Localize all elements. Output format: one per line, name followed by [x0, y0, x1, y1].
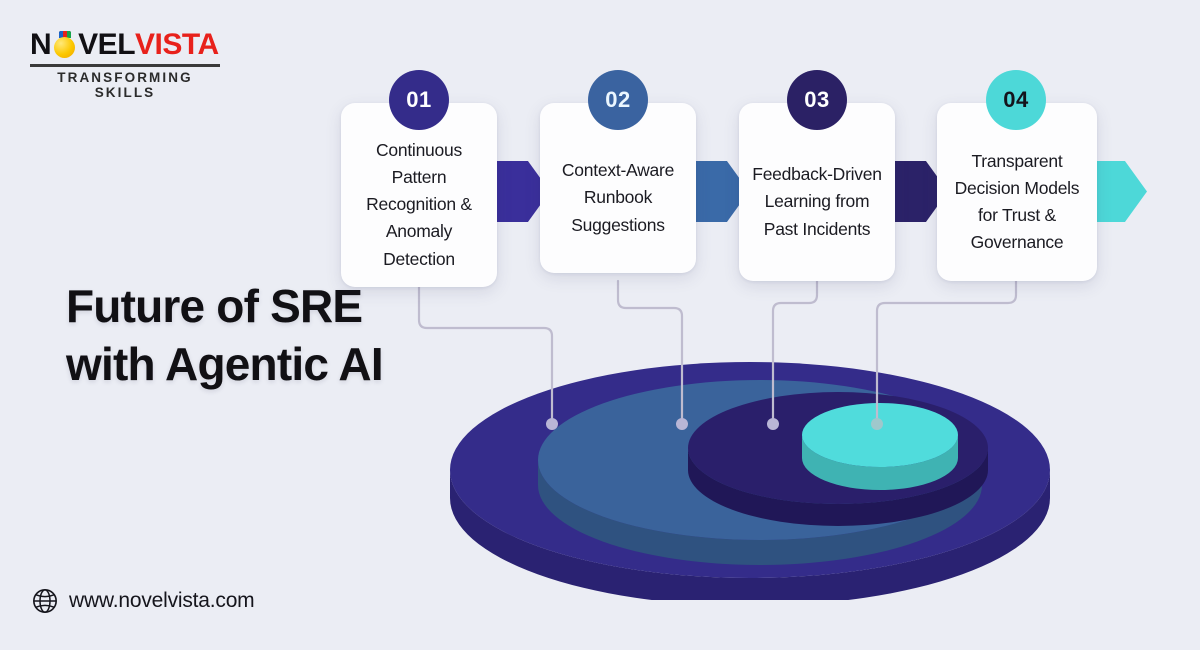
step-card-4-text: Transparent Decision Models for Trust & …	[954, 150, 1080, 253]
step-card-1-text: Continuous Pattern Recognition & Anomaly…	[366, 140, 472, 269]
connector-3	[771, 279, 819, 422]
connector-dot-2	[676, 418, 688, 430]
step-card-3[interactable]: Feedback-Driven Learning from Past Incid…	[739, 103, 895, 281]
connector-2	[616, 279, 684, 422]
brand-logo: N VEL VISTA TRANSFORMING SKILLS	[30, 30, 220, 100]
page-title: Future of SRE with Agentic AI	[66, 280, 384, 390]
logo-text-n: N	[30, 28, 52, 61]
connector-dot-3	[767, 418, 779, 430]
logo-divider	[30, 64, 220, 67]
step-badge-3: 03	[787, 70, 847, 130]
logo-text-vista: VISTA	[135, 28, 219, 61]
disc-top-core	[802, 403, 958, 467]
lightbulb-cap	[58, 31, 71, 38]
connector-dot-4	[871, 418, 883, 430]
globe-icon	[33, 589, 57, 613]
logo-tagline: TRANSFORMING SKILLS	[57, 70, 193, 100]
logo-wordmark: N VEL VISTA	[30, 30, 220, 60]
step-card-3-text: Feedback-Driven Learning from Past Incid…	[752, 164, 882, 239]
connector-1	[417, 279, 554, 422]
connector-dots	[546, 418, 883, 430]
connector-dot-1	[546, 418, 558, 430]
step-badge-1: 01	[389, 70, 449, 130]
step-badge-2: 02	[588, 70, 648, 130]
nested-discs-diagram	[450, 362, 1050, 600]
lightbulb-icon	[52, 30, 77, 60]
connector-4	[875, 279, 1018, 422]
process-flow: Continuous Pattern Recognition & Anomaly…	[0, 0, 1200, 300]
logo-text-vel: VEL	[78, 28, 136, 61]
website-url: www.novelvista.com	[69, 589, 255, 612]
lightbulb-glass	[54, 37, 76, 58]
disc-layer-core	[802, 403, 958, 490]
step-card-2-text: Context-Aware Runbook Suggestions	[561, 160, 675, 235]
step-card-2[interactable]: Context-Aware Runbook Suggestions	[540, 103, 696, 273]
step-card-4[interactable]: Transparent Decision Models for Trust & …	[937, 103, 1097, 281]
step-card-1[interactable]: Continuous Pattern Recognition & Anomaly…	[341, 103, 497, 287]
step-badge-4: 04	[986, 70, 1046, 130]
footer: www.novelvista.com	[32, 588, 255, 614]
